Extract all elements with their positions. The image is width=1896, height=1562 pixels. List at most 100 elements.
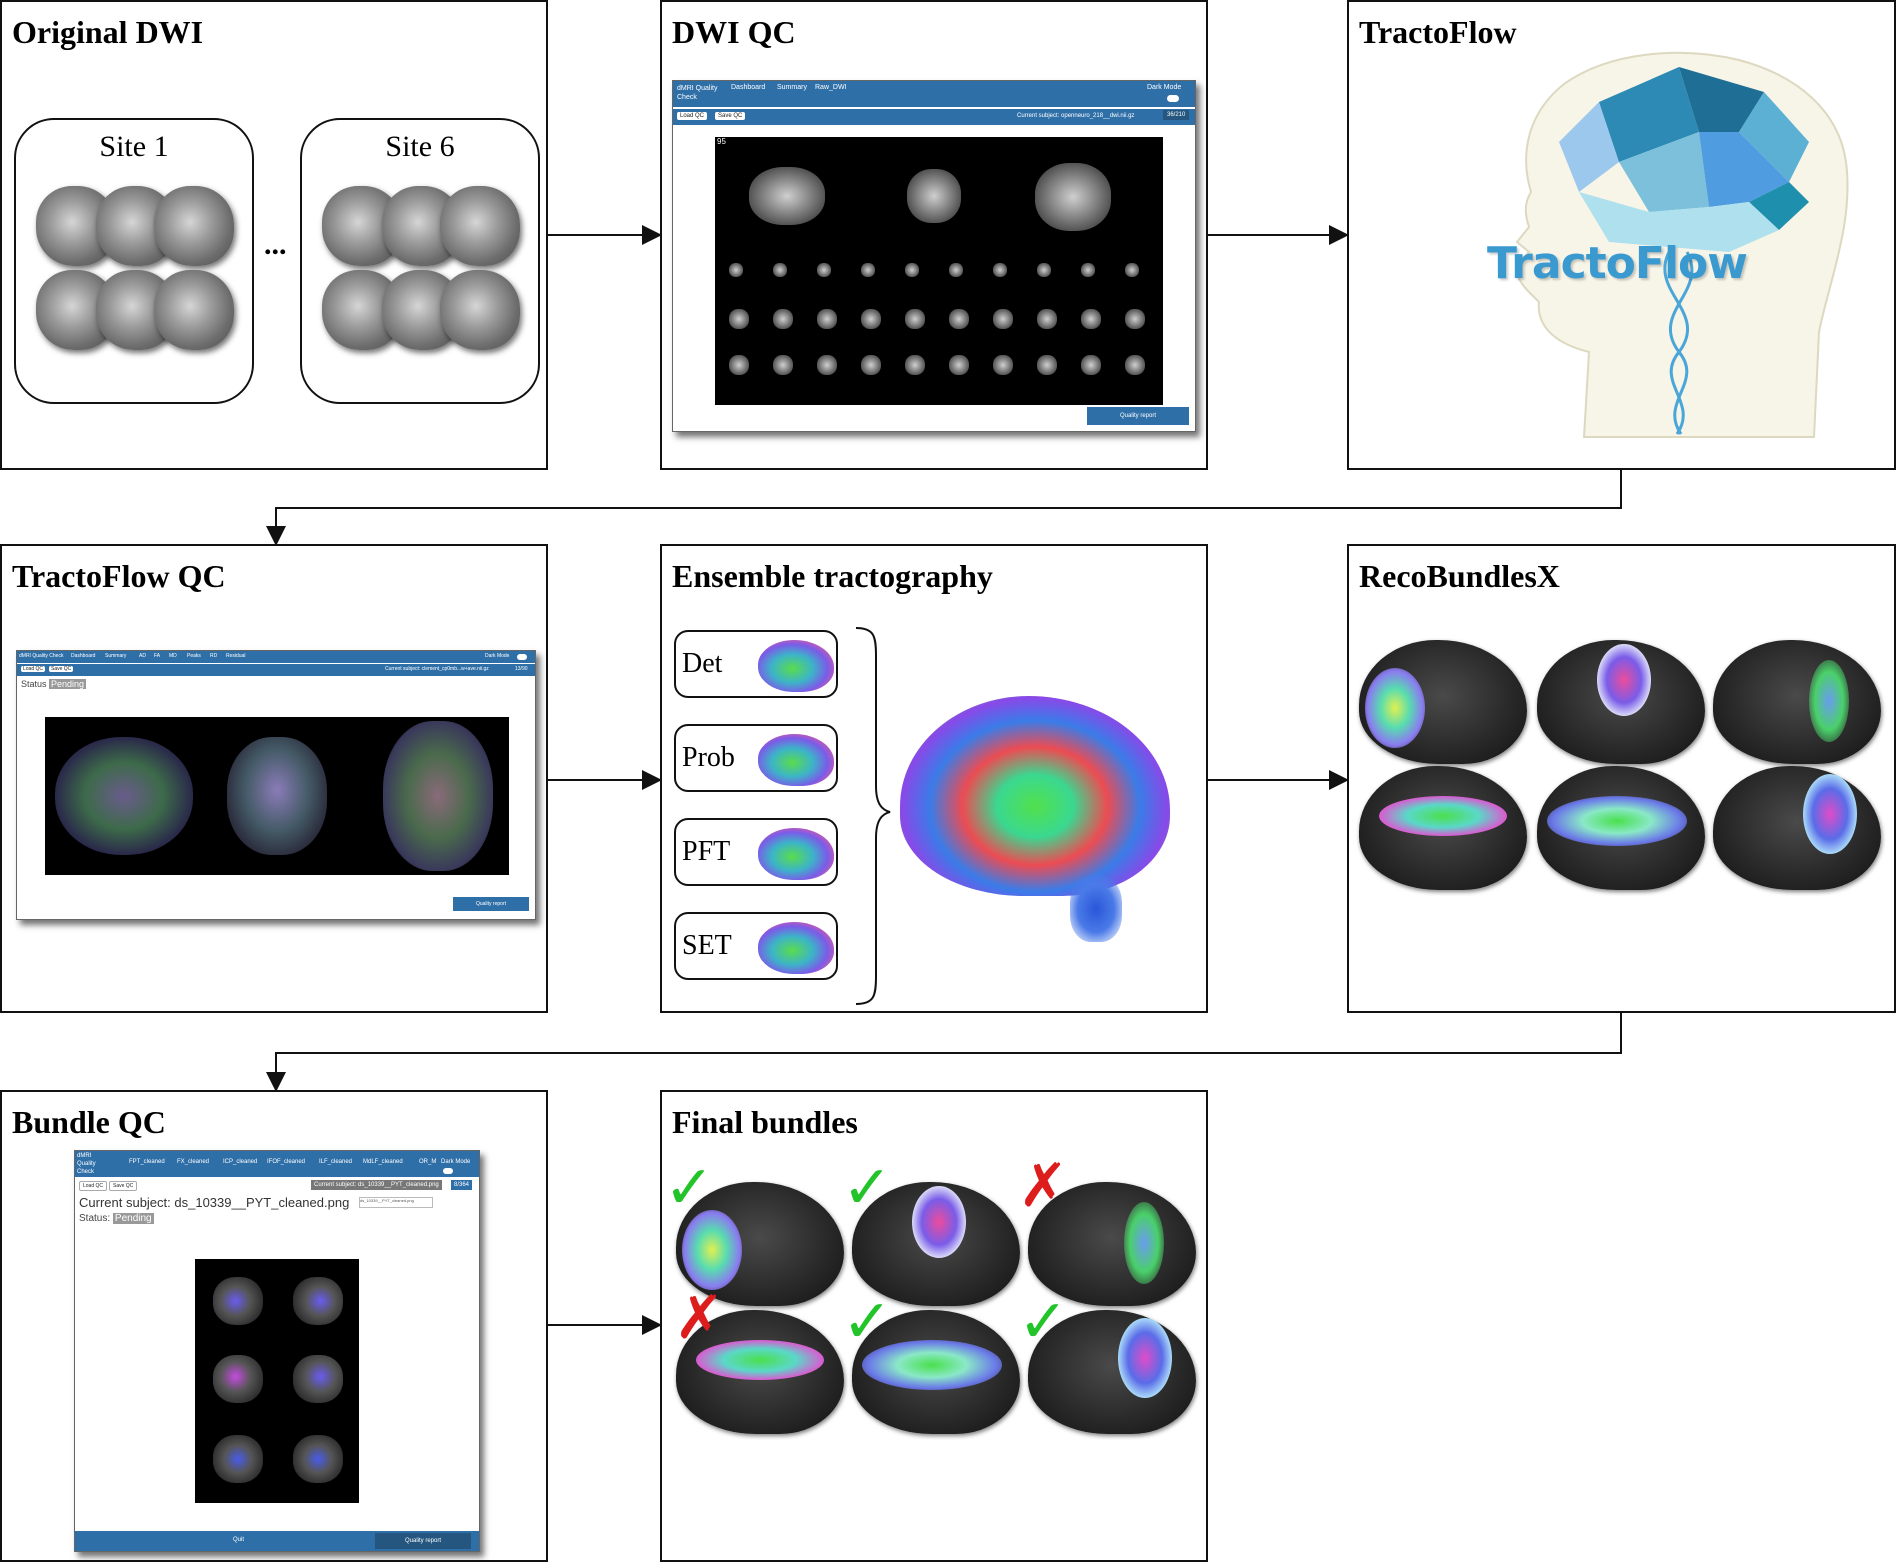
- tab-or[interactable]: OR_M: [419, 1159, 437, 1165]
- dwi-slice-thumb: [1125, 263, 1139, 277]
- dwi-slice-thumb: [1037, 309, 1057, 329]
- tab-dashboard[interactable]: Dashboard: [731, 84, 766, 91]
- mini-tractogram: [758, 734, 834, 786]
- subject-counter: 8/364: [451, 1180, 473, 1190]
- dwi-slice-thumb: [949, 263, 963, 277]
- tab-summary[interactable]: Summary: [777, 84, 807, 91]
- quality-report-button[interactable]: Quality report: [453, 897, 529, 911]
- bundle-slice: [213, 1435, 263, 1483]
- current-subject: Current subject: openneuro_218__dwi.nii.…: [1017, 113, 1135, 119]
- accept-check-icon: ✓: [842, 1153, 893, 1223]
- accept-check-icon: ✓: [1018, 1287, 1069, 1357]
- load-qc-button[interactable]: Load QC: [21, 666, 46, 672]
- bundle-fibers: [696, 1340, 824, 1380]
- bundle-fibers: [1379, 796, 1507, 836]
- method-label: PFT: [682, 836, 731, 867]
- method-label: Det: [682, 648, 723, 679]
- dwi-slice: [154, 186, 234, 266]
- save-qc-button[interactable]: Save QC: [109, 1181, 138, 1191]
- app-navbar: dMRI Quality Check Dashboard Summary AD …: [17, 651, 535, 663]
- tab-mdlf[interactable]: MdLF_cleaned: [363, 1159, 403, 1165]
- tab-fa[interactable]: FA: [154, 653, 161, 659]
- tractoflow-logo-text: TractoFlow: [1487, 238, 1748, 289]
- tab-raw-dwi[interactable]: Raw_DWI: [815, 84, 847, 91]
- ensemble-brace: [855, 627, 891, 1005]
- tab-residual[interactable]: Residual: [226, 653, 246, 659]
- tab-ifof[interactable]: IFOF_cleaned: [267, 1159, 306, 1165]
- current-subject: Current subject: ds_10339__PYT_cleaned.p…: [79, 1195, 350, 1210]
- dwi-qc-app: dMRI Quality Check Dashboard Summary Raw…: [672, 80, 1196, 432]
- brain-piece: [1619, 132, 1709, 212]
- app-navbar: dMRI Quality Check Dashboard Summary Raw…: [673, 81, 1195, 107]
- site-1-label: Site 1: [99, 130, 169, 163]
- bundle-slice: [213, 1277, 263, 1325]
- brain-piece: [1679, 67, 1764, 132]
- tab-fx[interactable]: FX_cleaned: [177, 1159, 210, 1165]
- dark-mode-toggle[interactable]: [1167, 95, 1179, 102]
- tab-icp[interactable]: ICP_cleaned: [223, 1159, 258, 1165]
- bundle-fibers: [1809, 660, 1849, 742]
- dwi-slice: [154, 270, 234, 350]
- panel-dwi-qc: DWI QC dMRI Quality Check Dashboard Summ…: [660, 0, 1208, 470]
- status-badge: Pending: [49, 679, 87, 689]
- current-subject: Current subject: clement_cp0mb...w+ave.n…: [385, 666, 489, 672]
- quality-report-button[interactable]: Quality report: [1087, 407, 1189, 425]
- brain-piece: [1699, 132, 1789, 207]
- dwi-slice-thumb: [993, 309, 1013, 329]
- status-badge: Pending: [112, 1213, 154, 1224]
- panel-title: TractoFlow QC: [12, 558, 226, 594]
- tractoflow-overlay: [45, 717, 509, 875]
- app-toolbar: Load QC Save QC Current subject: ds_1033…: [75, 1179, 479, 1193]
- slice-index: 95: [717, 137, 726, 146]
- bundle-fibers: [1803, 774, 1857, 854]
- dark-mode-toggle[interactable]: [443, 1168, 453, 1174]
- bundle-fibers: [1118, 1318, 1172, 1398]
- arrow-recobundles-to-bundleqc: [266, 1013, 1622, 1092]
- dwi-slice-thumb: [773, 263, 787, 277]
- tab-ilf[interactable]: ILF_cleaned: [319, 1159, 353, 1165]
- dwi-slice-thumb: [949, 355, 969, 375]
- tab-dashboard[interactable]: Dashboard: [71, 653, 96, 659]
- panel-bundle-qc: Bundle QC dMRI Quality Check FPT_cleaned…: [0, 1090, 548, 1562]
- ellipsis: ...: [264, 228, 287, 261]
- quit-button[interactable]: Quit: [233, 1537, 245, 1543]
- bundle-fibers: [1547, 796, 1687, 846]
- load-qc-button[interactable]: Load QC: [677, 112, 708, 120]
- quality-report-button[interactable]: Quality report: [375, 1533, 471, 1549]
- dark-mode-label: Dark Mode: [441, 1159, 471, 1165]
- bundle-brain: [1028, 1310, 1196, 1434]
- panel-tractoflow: TractoFlow TractoFlow: [1347, 0, 1896, 470]
- dwi-slice-thumb: [1081, 309, 1101, 329]
- panel-title: Ensemble tractography: [672, 558, 993, 594]
- site-1-box: Site 1: [14, 118, 254, 404]
- bundle-slice: [293, 1435, 343, 1483]
- tab-ad[interactable]: AD: [139, 653, 146, 659]
- brain-piece: [1739, 92, 1809, 182]
- bundle-slice: [293, 1355, 343, 1403]
- method-label: Prob: [682, 742, 735, 773]
- save-qc-button[interactable]: Save QC: [715, 112, 746, 120]
- dwi-slice-thumb: [817, 263, 831, 277]
- axial-view: [1035, 163, 1111, 231]
- dwi-slice-thumb: [993, 355, 1013, 375]
- tab-md[interactable]: MD: [169, 653, 177, 659]
- dwi-slice-thumb: [1037, 355, 1057, 375]
- site-6-box: Site 6: [300, 118, 540, 404]
- subject-dropdown[interactable]: ds_10339__PYT_cleaned.png: [359, 1197, 433, 1208]
- subject-counter: 13/90: [515, 666, 528, 672]
- status-row: Status: Pending: [79, 1213, 154, 1224]
- tab-peaks[interactable]: Peaks: [187, 653, 201, 659]
- dwi-slice-thumb: [905, 309, 925, 329]
- save-qc-button[interactable]: Save QC: [49, 666, 74, 672]
- panel-title: Final bundles: [672, 1104, 858, 1140]
- sagittal-view: [749, 167, 825, 225]
- accept-check-icon: ✓: [842, 1287, 893, 1357]
- toolbar-subject: Current subject: ds_10339__PYT_cleaned.p…: [311, 1180, 442, 1190]
- load-qc-button[interactable]: Load QC: [79, 1181, 108, 1191]
- dark-mode-toggle[interactable]: [517, 654, 527, 660]
- dwi-slice-thumb: [729, 355, 749, 375]
- tab-summary[interactable]: Summary: [105, 653, 127, 659]
- coronal-view: [227, 737, 327, 855]
- tab-rd[interactable]: RD: [210, 653, 218, 659]
- tab-fpt[interactable]: FPT_cleaned: [129, 1159, 165, 1165]
